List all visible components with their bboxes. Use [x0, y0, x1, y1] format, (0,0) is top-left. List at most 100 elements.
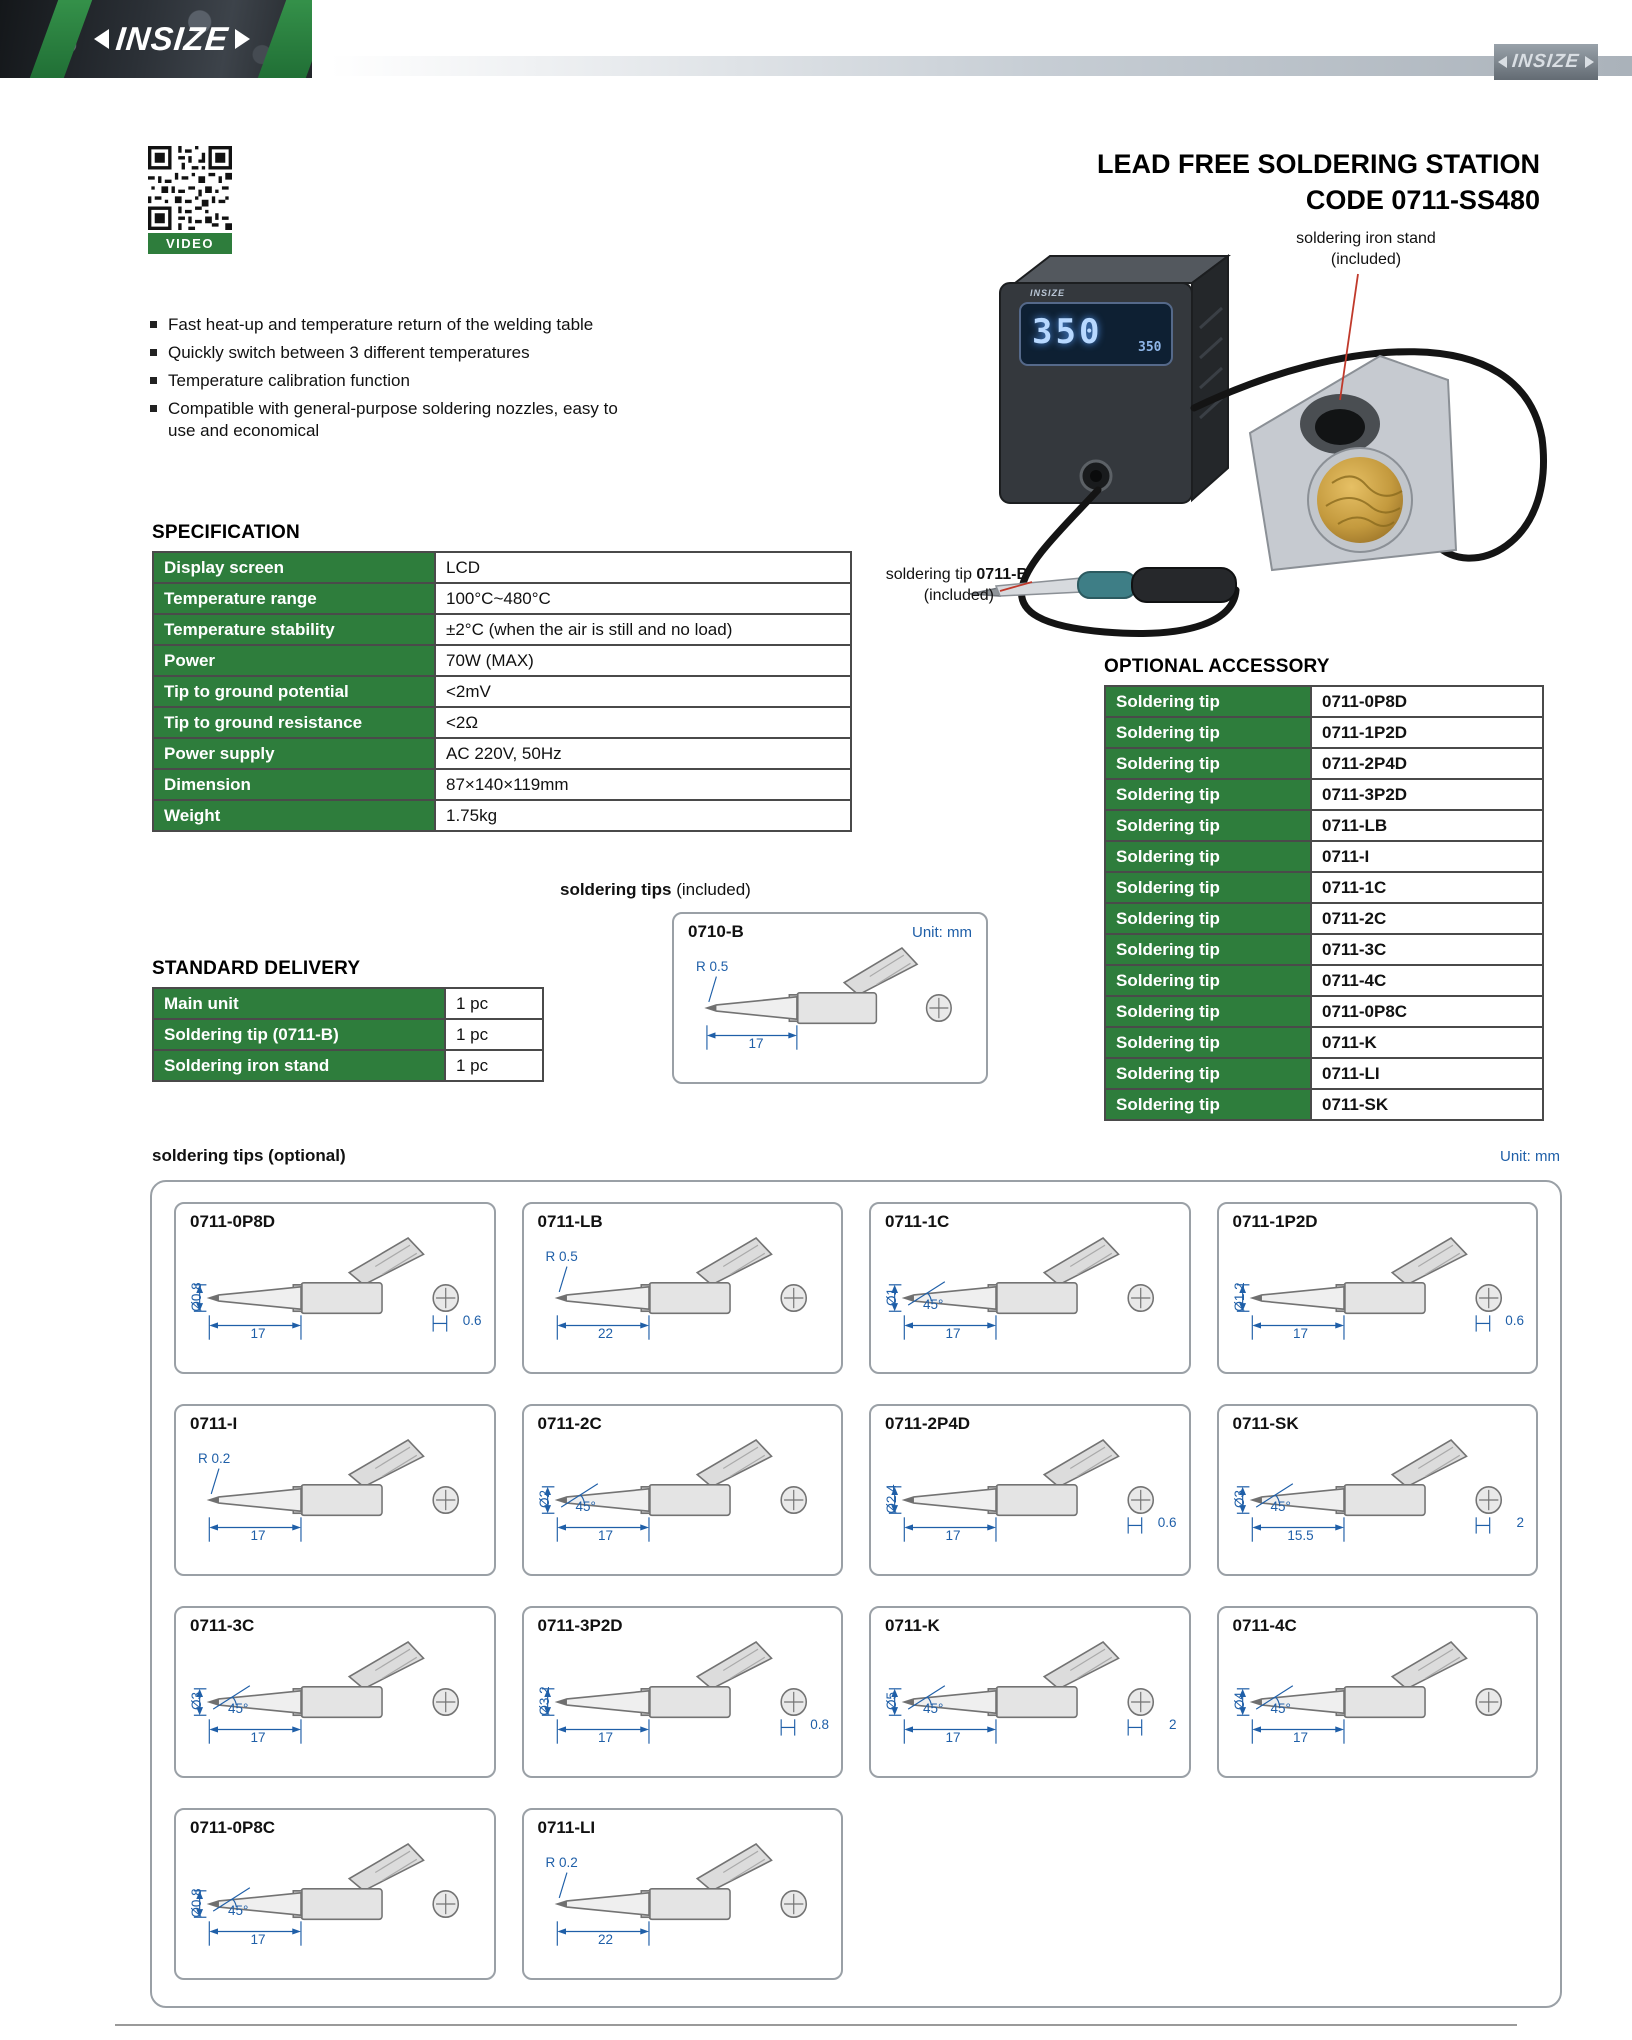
spec-label: Temperature range: [154, 584, 436, 613]
table-row: Display screen LCD: [154, 553, 850, 584]
table-row: Temperature stability ±2°C (when the air…: [154, 615, 850, 646]
optional-accessory-heading: OPTIONAL ACCESSORY: [1104, 656, 1330, 677]
delivery-qty: 1 pc: [446, 989, 542, 1018]
green-stripe: [26, 0, 96, 78]
lcd-temperature: 350: [1032, 312, 1103, 352]
stand-callout-line2: (included): [1330, 251, 1402, 268]
delivery-item: Soldering tip (0711-B): [154, 1020, 446, 1049]
tip-card: 0711-0P8D Ø0.8 17 0.6: [174, 1202, 496, 1374]
spec-label: Temperature stability: [154, 615, 436, 644]
tip-model: 0711-I: [190, 1414, 238, 1433]
tip-card: 0711-1P2D Ø1.2 17 0.6: [1216, 1202, 1538, 1374]
accessory-code: 0711-2C: [1312, 904, 1542, 933]
logo-right-arrow-icon: [235, 29, 251, 49]
unit-label: Unit: mm: [1500, 1148, 1560, 1165]
spec-value: 70W (MAX): [436, 646, 850, 675]
delivery-qty: 1 pc: [446, 1020, 542, 1049]
included-card-header: 0710-B Unit: mm: [688, 922, 972, 942]
accessory-code: 0711-4C: [1312, 966, 1542, 995]
spec-value: 100°C~480°C: [436, 584, 850, 613]
table-row: Soldering tip 0711-1P2D: [1106, 718, 1542, 749]
title-line2: CODE 0711-SS480: [1305, 185, 1540, 215]
tip-model: 0711-K: [885, 1616, 940, 1635]
brandbox-right-arrow-icon: [1584, 56, 1594, 68]
table-row: Soldering tip 0711-0P8D: [1106, 687, 1542, 718]
tip-card: 0711-2C Ø2 45° 17: [521, 1404, 843, 1576]
qr-block: VIDEO: [148, 146, 232, 254]
delivery-item: Main unit: [154, 989, 446, 1018]
bullet-icon: [150, 377, 157, 384]
table-row: Soldering tip 0711-0P8C: [1106, 997, 1542, 1028]
product-photo: [969, 254, 1547, 637]
dim-diameter: Ø3: [1231, 1490, 1247, 1509]
table-row: Power 70W (MAX): [154, 646, 850, 677]
delivery-qty: 1 pc: [446, 1051, 542, 1080]
table-row: Tip to ground potential <2mV: [154, 677, 850, 708]
spec-label: Weight: [154, 801, 436, 830]
spec-label: Tip to ground potential: [154, 677, 436, 706]
tip-model: 0711-1P2D: [1232, 1212, 1318, 1231]
spec-value: LCD: [436, 553, 850, 582]
included-tips-heading-normal: (included): [671, 880, 751, 899]
page-header: INSIZE INSIZE: [0, 0, 1632, 92]
spec-label: Dimension: [154, 770, 436, 799]
header-photo: INSIZE: [0, 0, 312, 78]
dim-length: 22: [597, 1326, 614, 1341]
tip-callout-line1: soldering tip 0711-B: [868, 564, 1028, 585]
feature-item: Compatible with general-purpose solderin…: [150, 398, 620, 442]
dim-radius: R 0.5: [545, 1249, 578, 1264]
specification-section: SPECIFICATION Display screen LCD Tempera…: [152, 522, 852, 832]
optional-accessory-table: Soldering tip 0711-0P8D Soldering tip 07…: [1104, 685, 1544, 1121]
tip-drawing: Ø2 45° 17: [537, 1436, 828, 1560]
table-row: Soldering tip (0711-B) 1 pc: [154, 1020, 542, 1051]
accessory-label: Soldering tip: [1106, 1028, 1312, 1057]
feature-list: Fast heat-up and temperature return of t…: [150, 314, 620, 448]
bullet-icon: [150, 349, 157, 356]
spec-label: Power: [154, 646, 436, 675]
dim-length: 17: [250, 1326, 266, 1341]
video-badge[interactable]: VIDEO: [148, 233, 232, 254]
accessory-label: Soldering tip: [1106, 1090, 1312, 1119]
optional-tips-heading-row: soldering tips (optional) Unit: mm: [152, 1146, 1560, 1166]
included-tips-heading: soldering tips (included): [560, 880, 751, 900]
accessory-code: 0711-1P2D: [1312, 718, 1542, 747]
accessory-code: 0711-LB: [1312, 811, 1542, 840]
table-row: Power supply AC 220V, 50Hz: [154, 739, 850, 770]
green-stripe: [254, 0, 312, 78]
accessory-label: Soldering tip: [1106, 749, 1312, 778]
accessory-code: 0711-LI: [1312, 1059, 1542, 1088]
dim-diameter: Ø4: [1231, 1692, 1247, 1711]
dim-diameter: Ø5: [884, 1692, 899, 1711]
qr-code[interactable]: [148, 146, 232, 230]
logo-left-arrow-icon: [94, 29, 109, 49]
dim-length: 17: [945, 1730, 961, 1745]
product-figure: INSIZE 350 350 soldering iron stand (inc…: [820, 228, 1560, 646]
dim-width: 2: [1516, 1515, 1524, 1530]
spec-value: <2mV: [436, 677, 850, 706]
table-row: Soldering tip 0711-SK: [1106, 1090, 1542, 1119]
tip-model: 0710-B: [688, 922, 744, 941]
included-tip-card: 0710-B Unit: mm R 0.5 17: [672, 912, 988, 1084]
tip-card: 0711-3C Ø3 45° 17: [174, 1606, 496, 1778]
spec-label: Display screen: [154, 553, 436, 582]
dim-length: 17: [945, 1528, 961, 1543]
dim-diameter: Ø0.8: [189, 1888, 204, 1918]
tip-card: 0711-I R 0.2 17: [174, 1404, 496, 1576]
accessory-label: Soldering tip: [1106, 935, 1312, 964]
accessory-label: Soldering tip: [1106, 873, 1312, 902]
tip-drawing: Ø3.2 17 0.8: [537, 1638, 829, 1762]
tip-card: 0711-SK Ø3 45° 15.5 2: [1216, 1404, 1538, 1576]
tip-drawing: Ø2.4 17 0.6: [884, 1436, 1177, 1560]
dim-angle: 45°: [1270, 1499, 1291, 1514]
feature-item: Fast heat-up and temperature return of t…: [150, 314, 620, 336]
spec-value: 87×140×119mm: [436, 770, 850, 799]
accessory-label: Soldering tip: [1106, 842, 1312, 871]
tip-card: 0711-1C Ø1 45° 17: [869, 1202, 1191, 1374]
dim-diameter: Ø0.8: [189, 1282, 204, 1312]
table-row: Soldering tip 0711-2P4D: [1106, 749, 1542, 780]
tip-card: 0711-3P2D Ø3.2 17 0.8: [521, 1606, 843, 1778]
tip-drawing: Ø1.2 17 0.6: [1232, 1234, 1524, 1358]
table-row: Tip to ground resistance <2Ω: [154, 708, 850, 739]
stand-callout-line1: soldering iron stand: [1296, 230, 1436, 247]
dim-length: 17: [1292, 1730, 1309, 1745]
